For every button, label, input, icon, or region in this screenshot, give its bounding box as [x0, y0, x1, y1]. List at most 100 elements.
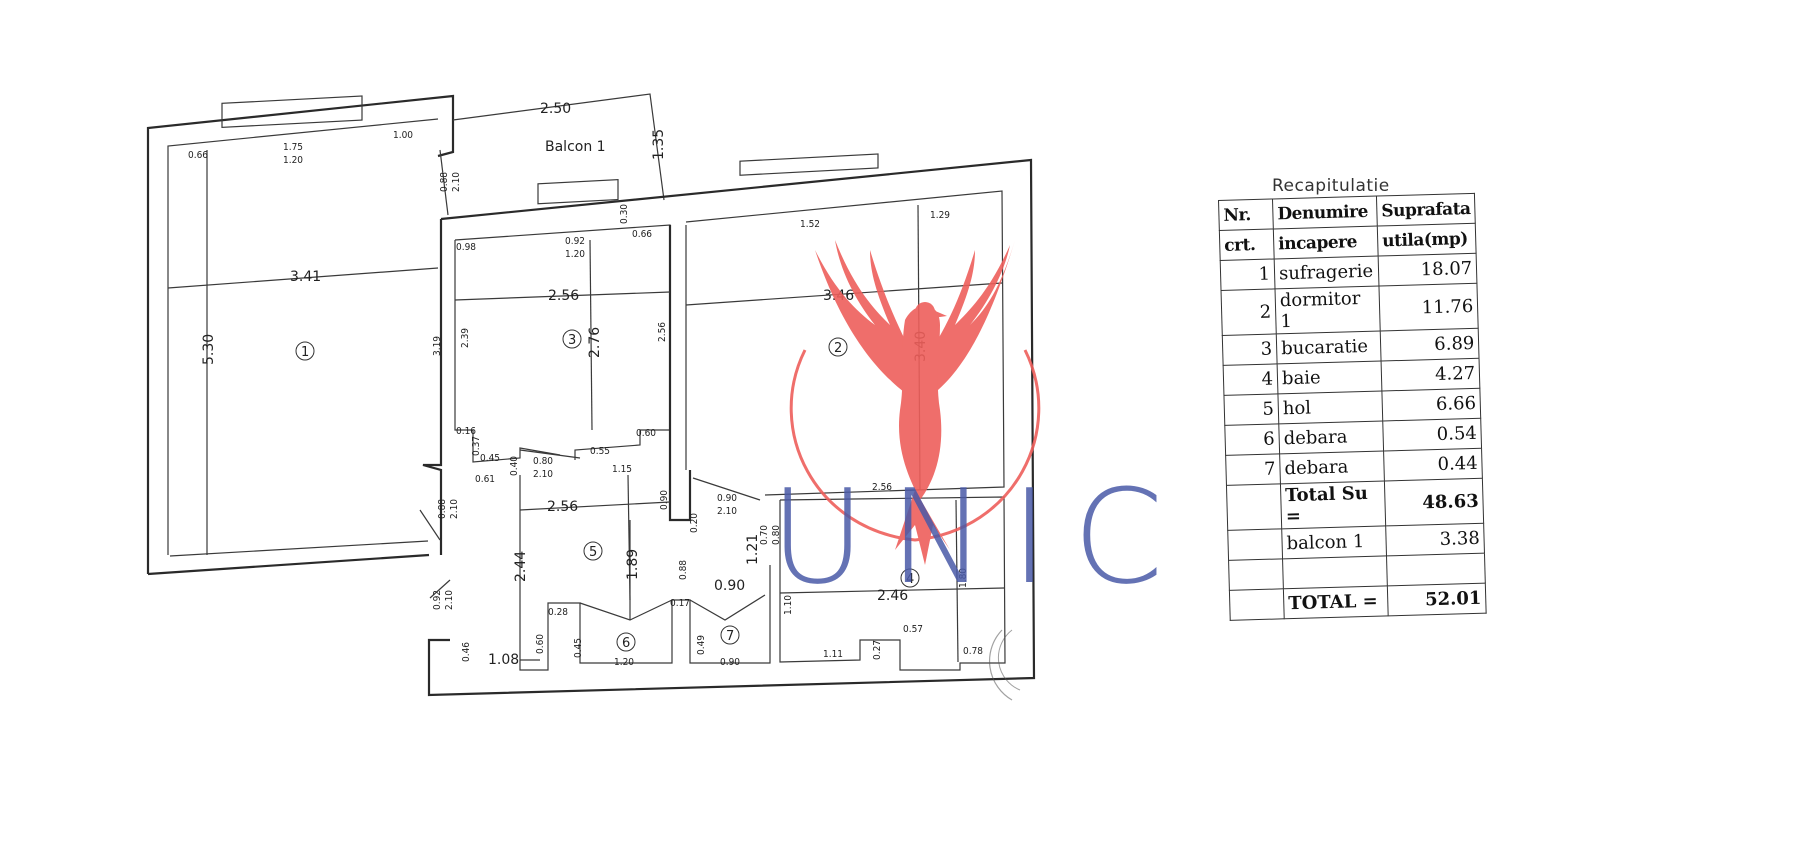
dim-0-27: 0.27 — [872, 640, 883, 660]
dim-0-60a: 0.60 — [636, 428, 656, 439]
header-area: Suprafata — [1381, 198, 1471, 221]
dim-2-46: 2.46 — [877, 588, 908, 604]
header-nr: Nr. — [1223, 204, 1252, 226]
dim-2-39: 2.39 — [460, 328, 471, 348]
dim-2-10c: 2.10 — [449, 499, 460, 519]
dim-0-90d: 0.90 — [720, 657, 740, 668]
table-row: 2 dormitor 1 11.76 — [1221, 283, 1479, 336]
room-number-7: 7 — [726, 629, 734, 644]
room-number-4: 4 — [906, 572, 914, 587]
dim-0-37: 0.37 — [471, 436, 482, 456]
row-nr: 1 — [1220, 258, 1276, 291]
dim-0-80: 0.80 — [533, 456, 553, 467]
dim-1-11: 1.11 — [823, 649, 843, 660]
dim-1-20a: 1.20 — [283, 155, 303, 166]
dim-1-52: 1.52 — [800, 219, 820, 230]
row-nr: 6 — [1224, 423, 1280, 456]
dim-0-80b: 0.80 — [771, 525, 782, 545]
dim-0-61: 0.61 — [475, 474, 495, 485]
dim-0-98: 0.98 — [456, 242, 476, 253]
dim-2-56a: 2.56 — [548, 288, 579, 304]
dim-1-35: 1.35 — [651, 129, 667, 160]
dim-1-20b: 1.20 — [565, 249, 585, 260]
dim-0-46: 0.46 — [461, 642, 472, 662]
dim-1-08: 1.08 — [488, 652, 519, 668]
dim-0-20: 0.20 — [689, 513, 700, 533]
total-su-value: 48.63 — [1384, 478, 1484, 526]
dim-0-88c: 0.88 — [678, 560, 689, 580]
total-su-label: Total Su = — [1280, 480, 1386, 529]
total-su-row: Total Su = 48.63 — [1226, 478, 1484, 531]
dim-0-28: 0.28 — [548, 607, 568, 618]
dim-0-90b: 0.90 — [717, 493, 737, 504]
dim-1-21: 1.21 — [745, 534, 761, 565]
dim-0-45a: 0.45 — [480, 453, 500, 464]
row-nr: 2 — [1221, 288, 1277, 336]
dim-2-10b: 2.10 — [533, 469, 553, 480]
brand-watermark: UNIC — [770, 461, 1188, 613]
dim-5-30: 5.30 — [201, 334, 217, 365]
header-area-2: utila(mp) — [1377, 223, 1477, 257]
dim-1-10: 1.10 — [783, 595, 794, 615]
dim-1-29: 1.29 — [930, 210, 950, 221]
dim-0-40: 0.40 — [509, 456, 520, 476]
dim-0-55: 0.55 — [590, 446, 610, 457]
dim-3-41: 3.41 — [290, 269, 321, 285]
dim-0-45b: 0.45 — [573, 638, 584, 658]
row-name: baie — [1277, 361, 1382, 394]
room-number-5: 5 — [589, 545, 597, 560]
dim-0-66b: 0.66 — [632, 229, 652, 240]
header-nr-2: crt. — [1219, 228, 1275, 261]
row-nr: 3 — [1222, 333, 1278, 366]
dim-3-40: 3.40 — [913, 331, 929, 362]
dim-1-20c: 1.20 — [614, 657, 634, 668]
dim-2-76: 2.76 — [587, 327, 603, 358]
dim-2-10a: 2.10 — [451, 172, 462, 192]
row-area: 6.66 — [1381, 388, 1481, 421]
balcony-row-value: 3.38 — [1385, 523, 1485, 556]
dim-3-46: 3.46 — [823, 288, 854, 304]
dim-0-90a: 0.90 — [659, 490, 670, 510]
row-area: 0.44 — [1383, 448, 1483, 481]
room-number-3: 3 — [568, 333, 576, 348]
dimension-labels: 2.50 1.35 3.41 5.30 0.66 1.75 1.20 1.00 … — [188, 101, 983, 668]
row-name: debara — [1278, 420, 1384, 454]
dim-1-75: 1.75 — [283, 142, 303, 153]
dim-0-92b: 0.92 — [432, 590, 443, 610]
dim-0-60b: 0.60 — [535, 634, 546, 654]
balcony-row-label: balcon 1 — [1281, 525, 1387, 559]
dim-0-90c: 0.90 — [714, 578, 745, 594]
row-area: 11.76 — [1378, 283, 1479, 332]
row-nr: 7 — [1225, 453, 1281, 486]
dim-2-10e: 2.10 — [444, 590, 455, 610]
row-nr: 4 — [1223, 363, 1278, 396]
header-name: Denumire — [1277, 201, 1369, 224]
total-label: TOTAL = — [1283, 585, 1389, 619]
dim-0-17: 0.17 — [670, 598, 690, 609]
dim-2-50: 2.50 — [540, 101, 571, 117]
dim-2-44: 2.44 — [513, 551, 529, 582]
summary-title: Recapitulatie — [1272, 176, 1390, 196]
dim-2-56b: 2.56 — [657, 322, 668, 342]
dim-1-80: 1.80 — [958, 568, 969, 588]
dim-0-88a: 0.88 — [439, 172, 450, 192]
dim-0-70: 0.70 — [759, 525, 770, 545]
room-number-1: 1 — [301, 345, 309, 360]
header-name-2: incapere — [1273, 226, 1379, 259]
dim-1-00: 1.00 — [393, 130, 413, 141]
dim-2-56d: 2.56 — [547, 499, 578, 515]
row-area: 6.89 — [1380, 328, 1480, 362]
row-name: hol — [1277, 390, 1383, 424]
row-name: debara — [1279, 450, 1385, 484]
dim-0-49: 0.49 — [696, 635, 707, 655]
row-area: 18.07 — [1378, 253, 1478, 287]
room-number-2: 2 — [834, 341, 842, 356]
balcony-label: Balcon 1 — [545, 139, 606, 155]
dim-0-92a: 0.92 — [565, 236, 585, 247]
dim-0-88b: 0.88 — [437, 499, 448, 519]
dim-0-57: 0.57 — [903, 624, 923, 635]
dim-0-30: 0.30 — [619, 204, 630, 224]
dim-1-89: 1.89 — [625, 549, 641, 580]
row-area: 4.27 — [1381, 358, 1481, 391]
